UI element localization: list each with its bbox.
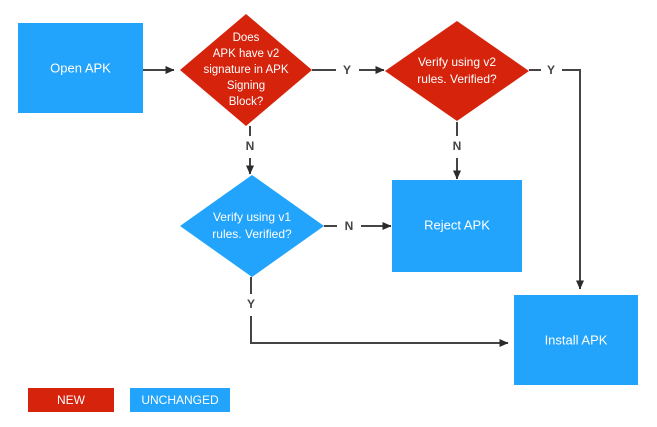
node-label-install-apk: Install APK (545, 332, 608, 347)
edge-verify-v1-no-to-reject-apk: N (324, 219, 392, 233)
node-shape-diamond[interactable] (180, 175, 324, 277)
edge-label-verify-v1-no: N (345, 219, 354, 233)
legend-item-new: NEW (28, 388, 114, 412)
node-shape-rect[interactable] (514, 295, 638, 385)
edge-label-verify-v1-yes: Y (247, 297, 255, 311)
node-label-reject-apk: Reject APK (424, 217, 490, 232)
edge-line (562, 69, 584, 290)
edge-label-verify-v2-yes: Y (547, 63, 555, 77)
edge-label-verify-v2-no: N (453, 139, 462, 153)
node-verify-v2[interactable]: Verify using v2 rules. Verified? (385, 21, 529, 121)
edge-verify-v2-yes-to-install-apk: Y (529, 63, 584, 290)
legend-item-unchanged: UNCHANGED (130, 388, 230, 412)
node-label-line-1: Does (233, 32, 260, 44)
edge-has-v2-yes-to-verify-v2: Y (312, 63, 385, 77)
node-install-apk[interactable]: Install APK (514, 295, 638, 385)
legend: NEW UNCHANGED (28, 388, 230, 412)
edge-verify-v2-no-to-reject-apk: N (453, 122, 462, 180)
node-label-line-2: rules. Verified? (417, 72, 497, 86)
node-shape-diamond[interactable] (180, 14, 312, 126)
node-label-line-1: Verify using v1 (213, 210, 291, 224)
edge-has-v2-no-to-verify-v1: N (246, 126, 255, 175)
legend-swatch-unchanged (130, 388, 230, 412)
node-label-line-2: APK have v2 (213, 48, 279, 60)
node-label-open-apk: Open APK (50, 60, 111, 75)
node-label-line-2: rules. Verified? (212, 227, 292, 241)
edge-line (250, 316, 509, 347)
node-label-line-1: Verify using v2 (418, 55, 496, 69)
legend-label-new: NEW (57, 393, 86, 407)
node-verify-v1[interactable]: Verify using v1 rules. Verified? (180, 175, 324, 277)
node-label-line-5: Block? (229, 96, 264, 108)
node-open-apk[interactable]: Open APK (18, 23, 143, 113)
node-shape-diamond[interactable] (385, 21, 529, 121)
node-has-v2-signature[interactable]: Does APK have v2 signature in APK Signin… (180, 14, 312, 126)
edge-label-has-v2-yes: Y (343, 63, 351, 77)
edge-label-has-v2-no: N (246, 139, 255, 153)
node-shape-rect[interactable] (18, 23, 143, 113)
node-reject-apk[interactable]: Reject APK (392, 180, 522, 272)
legend-label-unchanged: UNCHANGED (141, 393, 219, 407)
node-label-line-3: signature in APK (203, 64, 288, 76)
node-label-line-4: Signing (227, 80, 265, 92)
legend-swatch-new (28, 388, 114, 412)
edge-verify-v1-yes-to-install-apk: Y (247, 277, 509, 347)
node-shape-rect[interactable] (392, 180, 522, 272)
